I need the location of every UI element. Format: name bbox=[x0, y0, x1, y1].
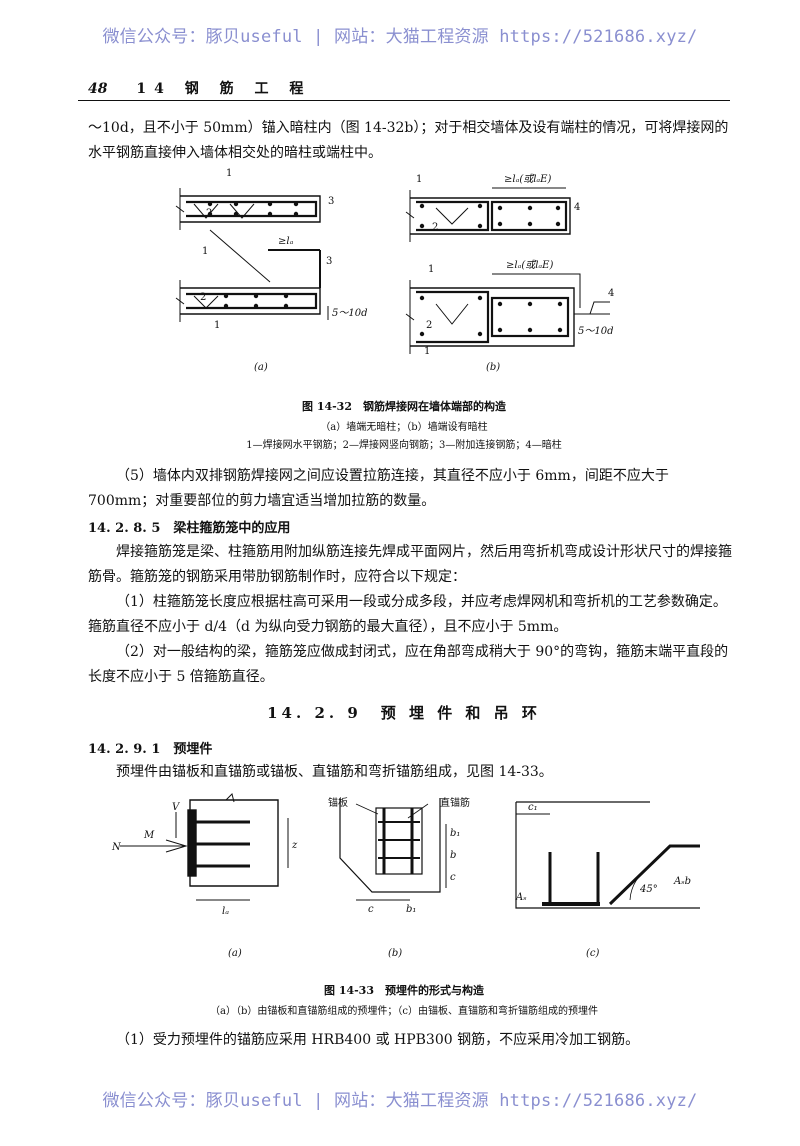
figure-14-32-legend: 1—焊接网水平钢筋；2—焊接网竖向钢筋；3—附加连接钢筋；4—暗柱 bbox=[246, 440, 562, 451]
fig33-As: Aₛ bbox=[515, 892, 527, 903]
fig32-label-4-upper: 4 bbox=[574, 202, 580, 213]
fig32-label-1-bottom: 1 bbox=[214, 320, 220, 331]
fig32-sub-a: (a) bbox=[254, 362, 268, 373]
page-number: 48 bbox=[88, 81, 108, 97]
fig32-label-3-upper: 3 bbox=[328, 196, 334, 207]
fig32-anchor-b-upper: ≥lₐ(或lₐE) bbox=[504, 173, 551, 185]
fig33-V: V bbox=[172, 802, 181, 813]
fig32-dim-5-10d-a: 5～10d bbox=[332, 308, 368, 319]
fig32-anchor-b-lower: ≥lₐ(或lₐE) bbox=[506, 259, 553, 271]
heading-14-2-8-5: 14. 2. 8. 5 梁柱箍筋笼中的应用 bbox=[88, 521, 291, 536]
fig33-z: z bbox=[291, 840, 298, 851]
fig33-angle: 45° bbox=[639, 884, 658, 895]
paragraph-item-2-cage: （2）对一般结构的梁，箍筋笼应做成封闭式，应在角部弯成稍大于 90°的弯钩，箍筋… bbox=[88, 644, 729, 685]
fig33-la: lₐ bbox=[222, 906, 229, 917]
fig32-label-1-b-bottom: 1 bbox=[424, 346, 430, 357]
watermark-bottom: 微信公众号：豚贝useful | 网站：大猫工程资源 https://52168… bbox=[102, 1091, 698, 1111]
fig32-label-2-b-lower: 2 bbox=[426, 320, 432, 331]
paragraph-embedded-parts: 预埋件由锚板和直锚筋或锚板、直锚筋和弯折锚筋组成，见图 14-33。 bbox=[116, 764, 553, 780]
paragraph-item-1-cage: （1）柱箍筋笼长度应根据柱高可采用一段或分成多段，并应考虑焊网机和弯折机的工艺参… bbox=[88, 594, 727, 635]
fig33-c1: c₁ bbox=[528, 802, 538, 813]
top-paragraph: ～10d，且不小于 50mm）锚入暗柱内（图 14-32b）；对于相交墙体及设有… bbox=[88, 120, 729, 161]
figure-14-33: V M N z lₐ (a) 锚板 直锚筋 b₁ b c c b₁ (b) c₁… bbox=[111, 793, 700, 959]
fig33-sub-c: (c) bbox=[586, 948, 600, 959]
paragraph-cage: 焊接箍筋笼是梁、柱箍筋用附加纵筋连接先焊成平面网片，然后用弯折机弯成设计形状尺寸… bbox=[88, 544, 732, 585]
heading-14-2-9-1: 14. 2. 9. 1 预埋件 bbox=[88, 742, 213, 757]
header-rule bbox=[78, 100, 730, 101]
fig33-Asb: Aₛb bbox=[673, 876, 691, 887]
watermark-top: 微信公众号：豚贝useful | 网站：大猫工程资源 https://52168… bbox=[102, 27, 698, 47]
fig32-label-1-b-mid: 1 bbox=[428, 264, 434, 275]
fig32-label-2-upper: 2 bbox=[206, 208, 212, 219]
fig33-N: N bbox=[111, 842, 122, 853]
fig32-anchor-la: ≥lₐ bbox=[278, 236, 294, 247]
chapter-title: 14 钢 筋 工 程 bbox=[136, 81, 312, 97]
fig32-dim-5-10d-b: 5～10d bbox=[578, 326, 614, 337]
paragraph-final-item: （1）受力预埋件的锚筋应采用 HRB400 或 HPB300 钢筋，不应采用冷加… bbox=[116, 1032, 640, 1048]
fig32-sub-b: (b) bbox=[486, 362, 500, 373]
figure-14-32-title: 图 14-32 钢筋焊接网在墙体端部的构造 bbox=[301, 400, 506, 413]
fig33-b1-side: b₁ bbox=[450, 828, 460, 839]
figure-14-33-subcaption: （a）（b）由锚板和直锚筋组成的预埋件；（c）由锚板、直锚筋和弯折锚筋组成的预埋… bbox=[210, 1006, 598, 1017]
fig32-label-2-lower: 2 bbox=[200, 292, 206, 303]
fig33-c-bottom: c bbox=[368, 904, 374, 915]
fig33-straight-bar: 直锚筋 bbox=[440, 796, 470, 809]
figure-14-32: 1 2 3 ≥lₐ 1 3 2 5～10d 1 (a) 1 ≥lₐ(或lₐE) … bbox=[175, 168, 614, 373]
running-head: 48 14 钢 筋 工 程 bbox=[88, 78, 311, 98]
fig33-c-side: c bbox=[450, 872, 456, 883]
fig33-sub-a: (a) bbox=[228, 948, 242, 959]
fig32-label-1-top: 1 bbox=[226, 168, 232, 179]
fig33-anchor-plate: 锚板 bbox=[328, 796, 348, 809]
fig33-sub-b: (b) bbox=[388, 948, 402, 959]
figure-14-33-title: 图 14-33 预埋件的形式与构造 bbox=[323, 984, 484, 997]
fig32-label-3-lower: 3 bbox=[326, 256, 332, 267]
fig32-label-2-b-upper: 2 bbox=[432, 222, 438, 233]
fig32-label-1-b-top: 1 bbox=[416, 174, 422, 185]
section-title-14-2-9: 14. 2. 9 预 埋 件 和 吊 环 bbox=[267, 704, 541, 722]
fig33-M: M bbox=[143, 830, 155, 841]
figure-14-32-subcaption: （a）墙端无暗柱；（b）墙端设有暗柱 bbox=[320, 422, 488, 433]
fig33-b1-bottom: b₁ bbox=[406, 904, 416, 915]
fig32-label-1-mid: 1 bbox=[202, 246, 208, 257]
fig33-b-side: b bbox=[450, 850, 456, 861]
paragraph-item-5: （5）墙体内双排钢筋焊接网之间应设置拉筋连接，其直径不应小于 6mm，间距不应大… bbox=[88, 468, 669, 509]
fig32-label-4-lower: 4 bbox=[608, 288, 614, 299]
